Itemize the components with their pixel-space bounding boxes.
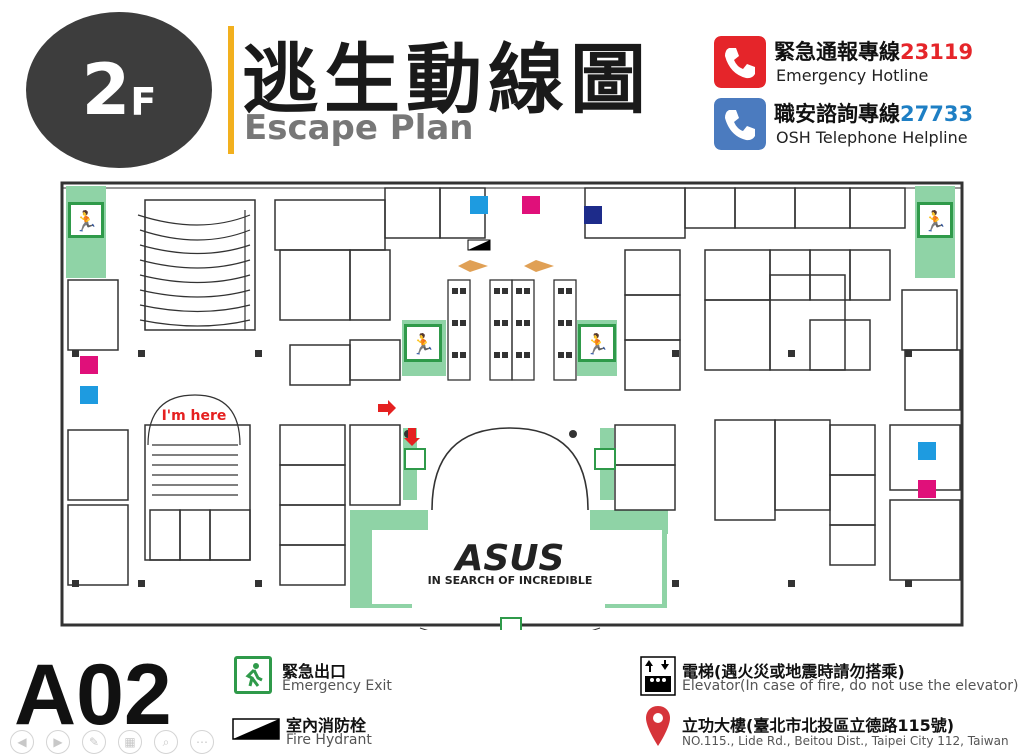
next-slide-icon[interactable]: ▶ (46, 730, 70, 754)
atrium-arc (431, 427, 589, 511)
zoom-icon[interactable]: ⌕ (154, 730, 178, 754)
elevator-cars (452, 288, 572, 358)
svg-text:🏃: 🏃 (411, 332, 436, 356)
emergency-exit-icon (594, 448, 616, 470)
female-restroom-icon (80, 356, 98, 374)
legend-exit-sub: Emergency Exit (282, 678, 392, 694)
hotline-emergency-label: 緊急通報專線 (774, 40, 900, 64)
you-are-here-label: I'm here (162, 408, 227, 424)
emergency-exit-icon: 🏃 (578, 324, 616, 362)
floor-number: 2 (81, 49, 131, 131)
floor-suffix: F (130, 80, 157, 124)
svg-text:🏃: 🏃 (923, 209, 948, 233)
hotline-emergency-en: Emergency Hotline (776, 66, 929, 85)
asus-logo: ASUS (453, 538, 565, 579)
emergency-exit-icon: 🏃 (917, 202, 953, 238)
exit-signs: 🏃 🏃 🏃 🏃 (68, 202, 953, 630)
legend-hydrant-sub: Fire Hydrant (286, 732, 372, 748)
room-walls (67, 187, 961, 586)
phone-icon (714, 36, 766, 88)
hotline-osh-en: OSH Telephone Helpline (776, 128, 968, 147)
hotline-osh-label: 職安諮詢專線 (774, 102, 900, 126)
emergency-exit-icon (500, 617, 522, 630)
location-pin-icon (646, 706, 670, 746)
legend-elevator-label: 電梯(遇火災或地震時請勿搭乘) (682, 662, 905, 681)
direction-arrows (378, 400, 420, 446)
male-restroom-icon (80, 386, 98, 404)
emergency-exit-icon (404, 448, 426, 470)
floor-plan-map: 🏃 🏃 🏃 🏃 (60, 181, 964, 630)
legend-exit-label: 緊急出口 (282, 662, 347, 681)
emergency-exit-icon (234, 656, 272, 694)
phone-icon (714, 98, 766, 150)
escalator-icons (458, 260, 554, 272)
zone-code: A02 (14, 647, 172, 743)
male-restroom-icon (470, 196, 488, 214)
fire-hydrant-icon (232, 718, 280, 740)
lecture-seating (147, 394, 241, 496)
hotline-emergency-number: 23119 (900, 40, 974, 64)
structural-columns (72, 350, 912, 587)
page-subtitle: Escape Plan (244, 108, 474, 148)
arrow-down-icon (404, 428, 420, 446)
elevator-icon (640, 656, 676, 696)
male-restroom-icon (918, 442, 936, 460)
legend-elevator-sub: Elevator(In case of fire, do not use the… (682, 678, 1019, 694)
emergency-exit-icon: 🏃 (68, 202, 104, 238)
pen-icon[interactable]: ✎ (82, 730, 106, 754)
restroom-icons (80, 196, 936, 498)
female-restroom-icon (918, 480, 936, 498)
auditorium-seating (137, 210, 251, 330)
emergency-exit-icon: 🏃 (404, 324, 442, 362)
legend-building-label: 立功大樓(臺北市北投區立德路115號) (682, 716, 955, 735)
title-accent-bar (228, 26, 234, 154)
svg-text:🏃: 🏃 (585, 332, 610, 356)
legend-building-address: NO.115., Lide Rd., Beitou Dist., Taipei … (682, 734, 1009, 748)
female-restroom-icon (522, 196, 540, 214)
more-icon[interactable]: ⋯ (190, 730, 214, 754)
svg-text:🏃: 🏃 (74, 209, 99, 233)
arrow-right-icon (378, 400, 396, 416)
accessible-restroom-icon (584, 206, 602, 224)
slides-icon[interactable]: ▦ (118, 730, 142, 754)
hotline-osh-number: 27733 (900, 102, 974, 126)
slideshow-controls: ◀ ▶ ✎ ▦ ⌕ ⋯ (10, 730, 214, 754)
elevator-core (447, 279, 577, 381)
prev-slide-icon[interactable]: ◀ (10, 730, 34, 754)
floor-badge: 2 F (26, 12, 212, 168)
asus-tagline: IN SEARCH OF INCREDIBLE (428, 574, 593, 587)
legend-hydrant-label: 室內消防栓 (286, 716, 367, 735)
page-title: 逃生動線圖 (242, 35, 652, 124)
